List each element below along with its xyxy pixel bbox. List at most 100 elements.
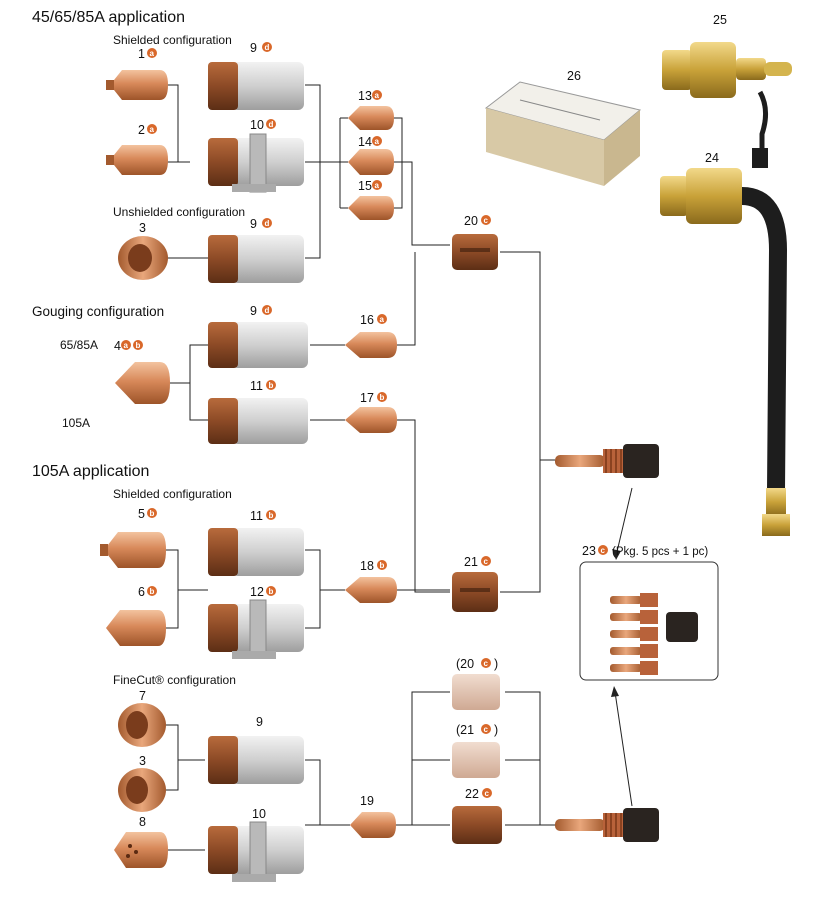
nozzle-17 xyxy=(345,407,397,433)
label-part-2: 2 xyxy=(138,123,145,137)
label-part-3: 3 xyxy=(139,221,146,235)
heading-finecut-configuration: FineCut® configuration xyxy=(113,673,236,687)
svg-text:b: b xyxy=(269,381,274,390)
label-part-11: 11 xyxy=(250,509,263,523)
label-part-11-gouging: 11 xyxy=(250,379,263,393)
svg-text:b: b xyxy=(136,341,141,350)
retaining-cap-12 xyxy=(208,599,304,659)
badge-d: d xyxy=(266,119,276,129)
nozzle-13 xyxy=(348,106,394,130)
badge-a: a xyxy=(147,48,157,58)
label-part-26: 26 xyxy=(567,69,581,83)
badge-b: b xyxy=(266,510,276,520)
label-part-20-optional-close: ) xyxy=(494,657,498,671)
torch-lead-24 xyxy=(660,168,790,536)
label-part-13: 13 xyxy=(358,89,372,103)
badge-b: b xyxy=(147,586,157,596)
label-part-14: 14 xyxy=(358,135,372,149)
svg-text:c: c xyxy=(484,216,489,225)
svg-text:d: d xyxy=(265,219,270,228)
svg-text:a: a xyxy=(124,341,129,350)
svg-text:d: d xyxy=(269,120,274,129)
badge-c: c xyxy=(481,724,491,734)
label-part-9-unshielded: 9 xyxy=(250,217,257,231)
shield-5 xyxy=(100,532,166,568)
label-part-15: 15 xyxy=(358,179,372,193)
badge-a: a xyxy=(377,314,387,324)
badge-c: c xyxy=(481,556,491,566)
svg-text:b: b xyxy=(380,393,385,402)
heading-shielded-configuration: Shielded configuration xyxy=(113,33,232,47)
nozzle-18 xyxy=(345,577,397,603)
swirl-ring-20 xyxy=(452,234,498,270)
label-part-22: 22 xyxy=(465,787,479,801)
label-part-7: 7 xyxy=(139,689,146,703)
label-part-20-optional: (20 xyxy=(456,657,474,671)
shield-6 xyxy=(106,610,166,646)
heading-45-65-85a-application: 45/65/85A application xyxy=(32,9,185,26)
consumables-box-26 xyxy=(484,81,642,186)
svg-text:d: d xyxy=(265,306,270,315)
badge-c: c xyxy=(598,545,608,555)
badge-a: a xyxy=(147,124,157,134)
swirl-ring-21 xyxy=(452,572,498,612)
label-part-23: 23 xyxy=(582,544,596,558)
electrode-kit-items xyxy=(610,593,698,675)
deflector-3 xyxy=(118,236,168,280)
svg-text:b: b xyxy=(269,511,274,520)
svg-text:b: b xyxy=(150,509,155,518)
badge-b: b xyxy=(133,340,143,350)
badge-c: c xyxy=(481,215,491,225)
svg-text:d: d xyxy=(265,43,270,52)
badge-a: a xyxy=(372,136,382,146)
label-part-21: 21 xyxy=(464,555,478,569)
retaining-cap-9-gouging xyxy=(208,322,308,368)
label-part-8: 8 xyxy=(139,815,146,829)
retaining-cap-10-finecut xyxy=(208,821,304,882)
badge-c: c xyxy=(482,788,492,798)
label-part-19: 19 xyxy=(360,794,374,808)
label-part-21-optional-close: ) xyxy=(494,723,498,737)
label-part-6: 6 xyxy=(138,585,145,599)
label-part-23-package: (Pkg. 5 pcs + 1 pc) xyxy=(612,546,708,558)
shield-4-gouging xyxy=(115,362,170,404)
svg-text:c: c xyxy=(601,546,606,555)
retaining-cap-11-gouging xyxy=(208,398,308,444)
label-part-16: 16 xyxy=(360,313,374,327)
label-part-3-finecut: 3 xyxy=(139,754,146,768)
label-part-17: 17 xyxy=(360,391,374,405)
shield-2 xyxy=(106,145,168,175)
connector-lines xyxy=(166,84,633,851)
heading-105a-application: 105A application xyxy=(32,463,149,480)
electrode-upper xyxy=(555,444,659,478)
svg-text:a: a xyxy=(375,181,380,190)
label-part-10: 10 xyxy=(250,118,264,132)
deflector-3-finecut xyxy=(118,768,166,812)
retaining-cap-10 xyxy=(208,133,304,193)
svg-text:a: a xyxy=(380,315,385,324)
shield-8 xyxy=(114,832,168,868)
heading-gouging-configuration: Gouging configuration xyxy=(32,304,164,319)
badge-d: d xyxy=(262,218,272,228)
badge-b: b xyxy=(147,508,157,518)
heading-unshielded-configuration: Unshielded configuration xyxy=(113,205,245,219)
nozzle-14 xyxy=(348,149,394,175)
badge-d: d xyxy=(262,42,272,52)
retaining-cap-9-unshielded xyxy=(208,235,304,283)
badge-b: b xyxy=(377,560,387,570)
retaining-cap-9-finecut xyxy=(208,736,304,784)
swirl-ring-20-faded xyxy=(452,674,500,710)
badge-b: b xyxy=(377,392,387,402)
label-part-10-finecut: 10 xyxy=(252,807,266,821)
label-65-85a: 65/85A xyxy=(60,338,98,352)
torch-receptacle-25 xyxy=(662,42,792,168)
part-labels: 1 2 3 4 5 6 7 3 8 9 10 9 9 11 11 12 9 10… xyxy=(114,13,727,829)
retaining-cap-9 xyxy=(208,62,304,110)
label-part-1: 1 xyxy=(138,47,145,61)
swirl-ring-21-faded xyxy=(452,742,500,778)
label-part-21-optional: (21 xyxy=(456,723,474,737)
nozzle-15 xyxy=(348,196,394,220)
badge-d: d xyxy=(262,305,272,315)
